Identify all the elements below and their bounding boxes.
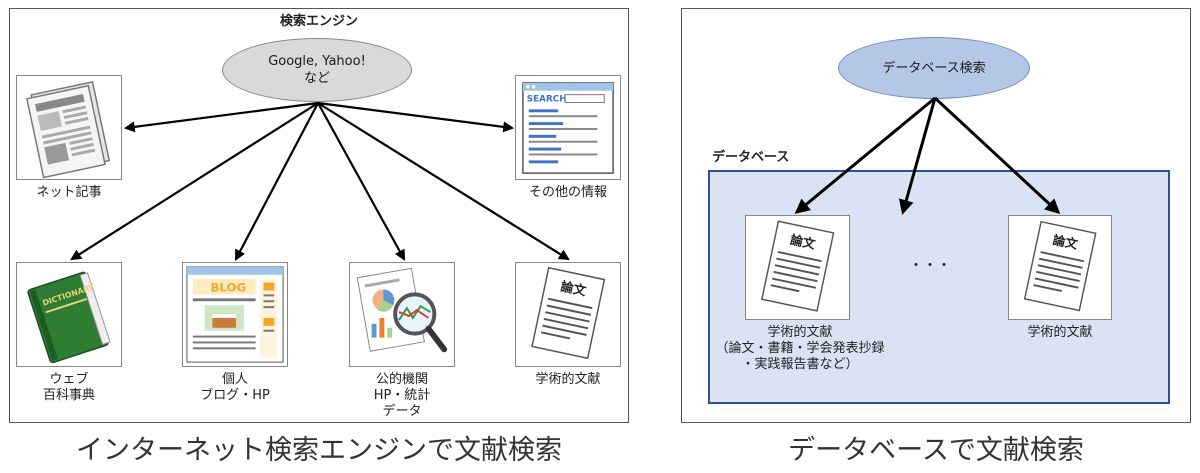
dictionary-label-2: 百科事典 xyxy=(42,388,95,403)
news-label: ネット記事 xyxy=(36,185,102,200)
paper-image-db-1: 論文 xyxy=(745,215,850,320)
news-image xyxy=(16,75,122,180)
paper-document-icon: 論文 xyxy=(1023,220,1097,312)
db-paper-label-3: ・実践報告書など） xyxy=(741,357,859,372)
paper-image-db-2: 論文 xyxy=(1008,215,1112,320)
arrow-to-paper xyxy=(317,102,570,261)
database-title: データベース xyxy=(712,150,790,165)
blog-logo-text: BLOG xyxy=(210,280,246,294)
dictionary-label-1: ウェブ xyxy=(49,372,89,387)
search-logo-text: SEARCH xyxy=(527,95,567,105)
other-info-image: SEARCH xyxy=(515,75,621,180)
newspaper-icon xyxy=(26,81,111,179)
arrow-to-other xyxy=(317,101,515,133)
paper-title-text: 論文 xyxy=(789,232,817,252)
blog-page-icon: BLOG xyxy=(186,266,284,363)
blog-label-2: ブログ・HP xyxy=(200,388,270,403)
public-image xyxy=(349,262,455,367)
search-engine-name: Google, Yahoo! xyxy=(268,54,366,69)
public-label-3: データ xyxy=(382,404,422,419)
blog-image: BLOG xyxy=(182,262,288,367)
dictionary-image: DICTIONARY xyxy=(16,262,122,367)
blog-label-1: 個人 xyxy=(221,372,248,387)
paper-document-icon: 論文 xyxy=(760,220,835,312)
db-paper-label-1: 学術的文献 xyxy=(767,325,833,340)
statistics-magnifier-icon xyxy=(356,267,448,353)
arrow-to-dictionary xyxy=(70,102,319,261)
public-label-1: 公的機関 xyxy=(375,372,428,387)
left-caption: インターネット検索エンジンで文献検索 xyxy=(76,435,562,466)
other-info-label: その他の情報 xyxy=(528,185,607,200)
dictionary-book-icon: DICTIONARY xyxy=(27,271,111,364)
paper-title-text: 論文 xyxy=(1052,232,1080,252)
search-engine-ellipse: Google, Yahoo! など xyxy=(222,38,412,102)
public-label-2: HP・統計 xyxy=(373,388,431,403)
db-search-label: データベース検索 xyxy=(882,60,986,76)
paper-image-left: 論文 xyxy=(515,262,621,367)
paper-title-text: 論文 xyxy=(559,279,588,300)
db-search-ellipse: データベース検索 xyxy=(838,37,1030,99)
search-engine-title: 検索エンジン xyxy=(279,14,358,29)
paper-document-icon: 論文 xyxy=(531,266,606,360)
arrow-to-blog xyxy=(234,102,319,261)
db-paper-label-2: （論文・書籍・学会発表抄録 xyxy=(715,341,885,356)
search-page-icon: SEARCH xyxy=(522,82,614,174)
search-engine-etc: など xyxy=(303,71,330,86)
right-caption: データベースで文献検索 xyxy=(788,435,1084,466)
arrow-to-public xyxy=(317,102,406,261)
db-paper2-label: 学術的文献 xyxy=(1027,325,1093,340)
arrow-to-news xyxy=(123,101,319,133)
ellipsis: ・・・ xyxy=(909,258,951,274)
paper-label-left: 学術的文献 xyxy=(535,372,601,387)
